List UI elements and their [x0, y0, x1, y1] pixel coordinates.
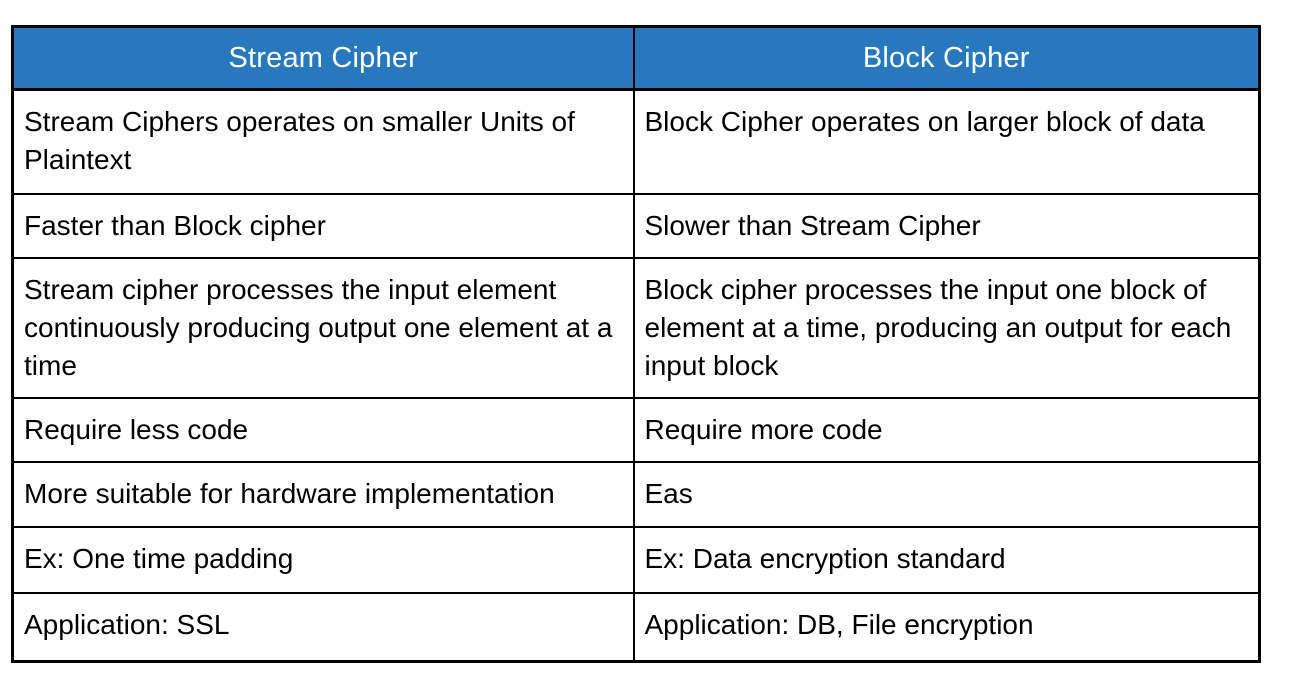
cell-block-application: Application: DB, File encryption [632, 592, 1261, 663]
table-row: Stream Ciphers operates on smaller Units… [11, 88, 1261, 195]
cell-stream-processing: Stream cipher processes the input elemen… [11, 257, 635, 399]
cell-block-hardware: Eas [632, 461, 1261, 528]
cell-block-processing: Block cipher processes the input one blo… [632, 257, 1261, 399]
cell-block-code: Require more code [632, 397, 1261, 463]
table-row: Stream cipher processes the input elemen… [11, 257, 1261, 399]
column-header-stream-cipher: Stream Cipher [11, 25, 635, 91]
table-row: Application: SSL Application: DB, File e… [11, 592, 1261, 663]
table-row: Ex: One time padding Ex: Data encryption… [11, 526, 1261, 594]
header-row: Stream Cipher Block Cipher [11, 25, 1261, 91]
cell-stream-example: Ex: One time padding [11, 526, 635, 594]
cell-stream-application: Application: SSL [11, 592, 635, 663]
cell-stream-hardware: More suitable for hardware implementatio… [11, 461, 635, 528]
cell-block-example: Ex: Data encryption standard [632, 526, 1261, 594]
table-row: Faster than Block cipher Slower than Str… [11, 193, 1261, 259]
cell-block-speed: Slower than Stream Cipher [632, 193, 1261, 259]
table-row: Require less code Require more code [11, 397, 1261, 463]
comparison-table-container: Stream Cipher Block Cipher Stream Cipher… [11, 25, 1261, 663]
cell-stream-units: Stream Ciphers operates on smaller Units… [11, 88, 635, 195]
stream-vs-block-cipher-table: Stream Cipher Block Cipher Stream Cipher… [11, 25, 1261, 663]
cell-block-units: Block Cipher operates on larger block of… [632, 88, 1261, 195]
table-row: More suitable for hardware implementatio… [11, 461, 1261, 528]
cell-stream-code: Require less code [11, 397, 635, 463]
cell-stream-speed: Faster than Block cipher [11, 193, 635, 259]
column-header-block-cipher: Block Cipher [632, 25, 1261, 91]
